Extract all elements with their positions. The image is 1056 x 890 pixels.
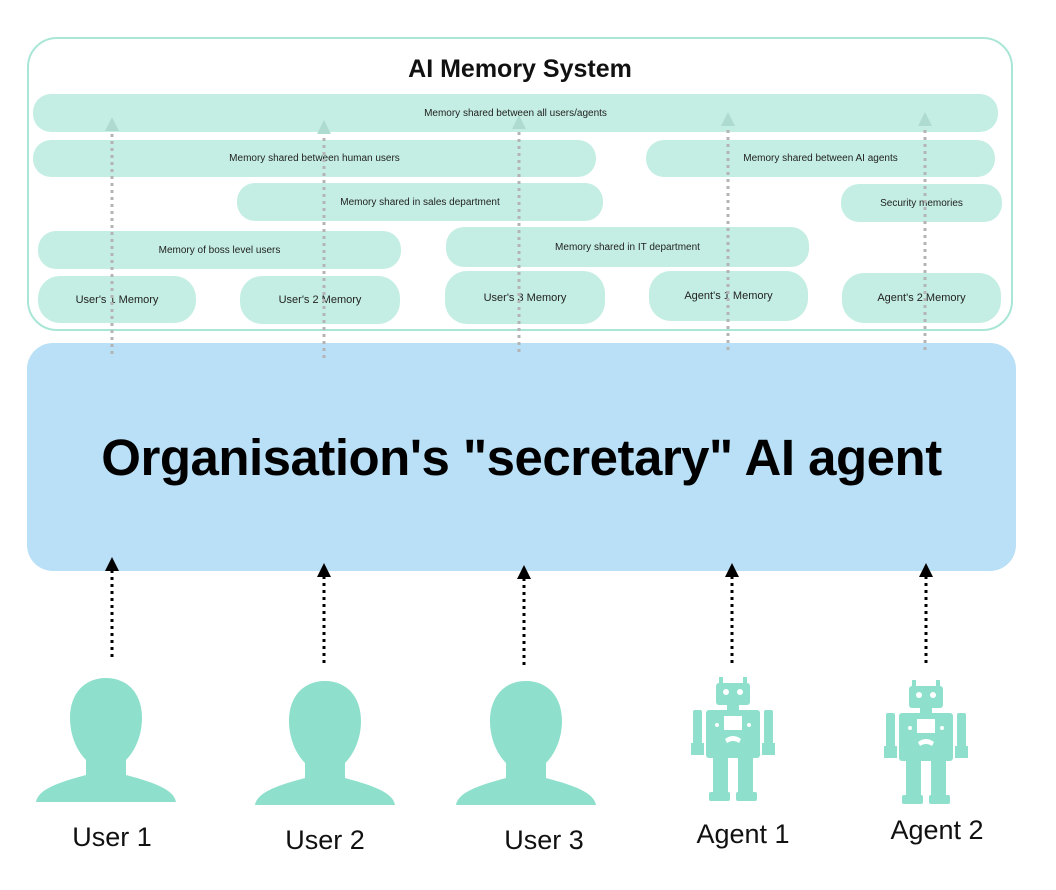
person-icon <box>255 681 395 805</box>
robot-icon <box>884 680 968 804</box>
memory-user-3: User's 3 Memory <box>445 271 605 324</box>
person-icon <box>36 678 176 802</box>
memory-system-title: AI Memory System <box>408 55 632 83</box>
input-arrowhead-user-1 <box>105 557 119 571</box>
input-arrowhead-agent-2 <box>919 563 933 577</box>
memory-arrowhead-user-3 <box>512 115 526 129</box>
robot-icon <box>691 677 775 801</box>
memory-user-1: User's 1 Memory <box>38 276 196 323</box>
actor-label-user-1: User 1 <box>72 822 152 852</box>
memory-arrowhead-agent-1 <box>721 112 735 126</box>
memory-layer-boss-level: Memory of boss level users <box>38 231 401 269</box>
memory-layer-ai-agents: Memory shared between AI agents <box>646 140 995 177</box>
input-arrowhead-user-3 <box>517 565 531 579</box>
actor-label-user-3: User 3 <box>504 825 584 855</box>
person-icon <box>456 681 596 805</box>
memory-arrowhead-agent-2 <box>918 112 932 126</box>
actor-label-agent-1: Agent 1 <box>696 819 790 849</box>
memory-arrowhead-user-2 <box>317 120 331 134</box>
secretary-agent-box: Organisation's "secretary" AI agent <box>27 343 1016 571</box>
memory-layer-human-users: Memory shared between human users <box>33 140 596 177</box>
memory-layer-it: Memory shared in IT department <box>446 227 809 267</box>
memory-arrowhead-user-1 <box>105 117 119 131</box>
memory-agent-2: Agent's 2 Memory <box>842 273 1001 323</box>
secretary-agent-label: Organisation's "secretary" AI agent <box>101 428 942 486</box>
input-arrowhead-user-2 <box>317 563 331 577</box>
actor-label-agent-2: Agent 2 <box>890 815 984 845</box>
memory-layer-sales: Memory shared in sales department <box>237 183 603 221</box>
memory-layer-security: Security memories <box>841 184 1002 222</box>
actor-label-user-2: User 2 <box>285 825 365 855</box>
memory-user-2: User's 2 Memory <box>240 276 400 324</box>
input-arrowhead-agent-1 <box>725 563 739 577</box>
